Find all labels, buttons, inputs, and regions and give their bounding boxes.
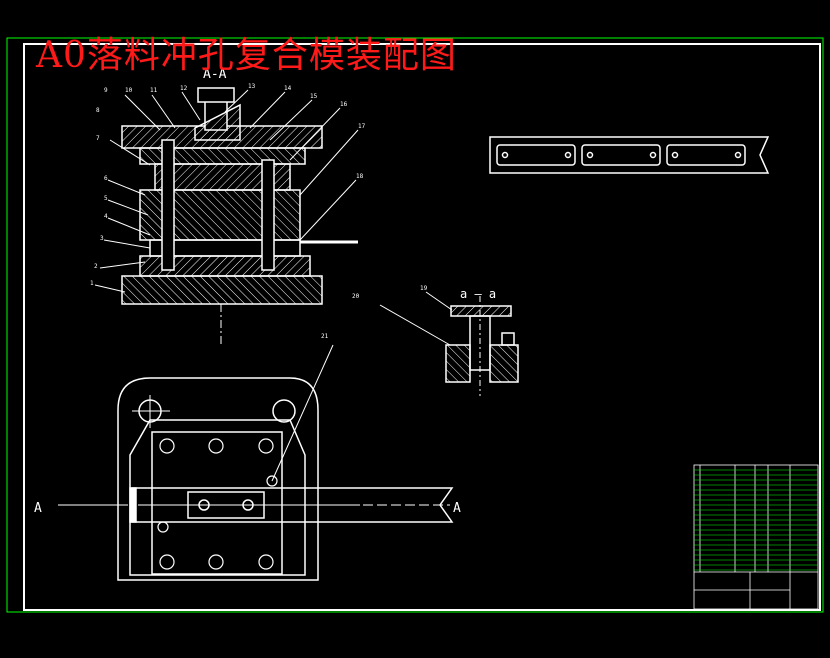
part-number: 17 <box>358 123 366 130</box>
section-view-aa: A-A <box>94 67 359 345</box>
section-label-top: A-A <box>203 67 227 82</box>
inner-frame <box>23 43 821 611</box>
strip-layout <box>489 136 770 174</box>
part-number: 13 <box>248 83 256 90</box>
part-number: 10 <box>125 87 133 94</box>
part-number: 3 <box>100 235 104 242</box>
ejector <box>194 103 241 141</box>
part-number: 19 <box>420 285 428 292</box>
drawing-title: A0落料冲孔复合模装配图 <box>36 35 457 76</box>
part-number: 21 <box>321 333 329 340</box>
part-number: 18 <box>356 173 364 180</box>
guide-pin-left <box>161 139 175 271</box>
plan-view: A A <box>34 344 461 581</box>
part-number: 9 <box>104 87 108 94</box>
part-number: 7 <box>96 135 100 142</box>
detail-label: a — a <box>460 287 496 301</box>
title-block <box>693 464 819 610</box>
part-number: 1 <box>90 280 94 287</box>
outer-frame <box>6 37 824 613</box>
part-number: 11 <box>150 87 158 94</box>
part-number: 15 <box>310 93 318 100</box>
part-number: 16 <box>340 101 348 108</box>
part-number: 12 <box>180 85 188 92</box>
section-label-right: A <box>453 501 461 516</box>
part-number: 14 <box>284 85 292 92</box>
part-number: 6 <box>104 175 108 182</box>
parts-list-rows <box>694 469 818 571</box>
part-number: 20 <box>352 293 360 300</box>
section-label-left: A <box>34 501 42 516</box>
part-number: 5 <box>104 195 108 202</box>
part-number: 4 <box>104 213 108 220</box>
part-number-labels: 1 2 3 4 5 6 7 8 9 10 11 12 13 14 15 16 1… <box>90 83 428 340</box>
lower-die-plate <box>121 275 323 305</box>
punch-head <box>197 87 235 103</box>
part-number: 8 <box>96 107 100 114</box>
part-number: 2 <box>94 263 98 270</box>
guide-pin-right <box>261 159 275 271</box>
detail-view-aa: a — a <box>379 287 519 396</box>
